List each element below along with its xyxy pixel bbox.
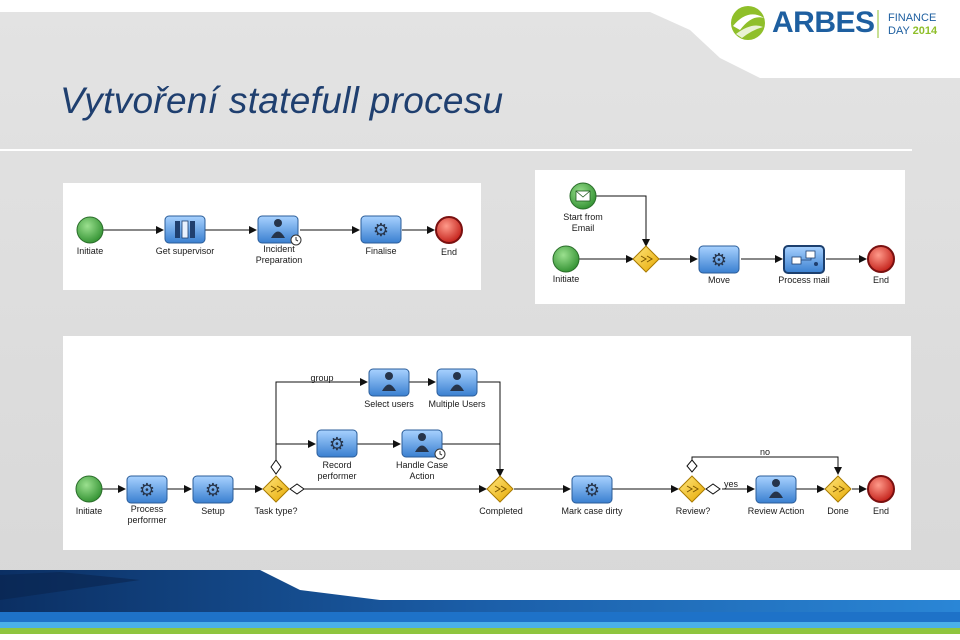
start-event-initiate-2	[552, 245, 580, 273]
task-select-users	[368, 368, 410, 397]
svg-text:⚙: ⚙	[584, 480, 600, 501]
gateway-merge-1	[632, 245, 660, 273]
logo-subtitle-2: DAY 2014	[888, 25, 938, 37]
label-start-from-email: Start from Email	[563, 212, 603, 233]
end-event	[435, 216, 463, 244]
label-record-performer: Record performer	[317, 460, 357, 481]
label-get-supervisor: Get supervisor	[155, 246, 215, 256]
task-setup: ⚙	[192, 475, 234, 504]
end-event-3	[867, 475, 895, 503]
svg-text:⚙: ⚙	[139, 480, 155, 501]
label-select-users: Select users	[364, 399, 414, 409]
task-finalise: ⚙	[360, 215, 402, 244]
label-initiate-2: Initiate	[552, 274, 580, 284]
logo-wordmark: ARBES	[772, 6, 875, 39]
label-review-action: Review Action	[747, 506, 805, 516]
label-setup: Setup	[201, 506, 225, 516]
end-event-2	[867, 245, 895, 273]
label-no: no	[759, 447, 770, 457]
label-group: group	[310, 373, 334, 383]
label-handle-case-action: Handle Case Action	[395, 460, 449, 481]
label-multiple-users: Multiple Users	[428, 399, 486, 409]
label-initiate-3: Initiate	[75, 506, 103, 516]
task-record-performer: ⚙	[316, 429, 358, 458]
label-process-mail: Process mail	[778, 275, 830, 285]
task-process-performer: ⚙	[126, 475, 168, 504]
svg-text:⚙: ⚙	[711, 250, 727, 271]
label-yes: yes	[723, 479, 738, 489]
start-event-initiate	[76, 216, 104, 244]
label-end: End	[440, 247, 457, 257]
label-process-performer: Process performer	[127, 504, 167, 525]
label-finalise: Finalise	[365, 246, 397, 256]
label-mark-case-dirty: Mark case dirty	[561, 506, 623, 516]
label-completed: Completed	[479, 506, 523, 516]
svg-text:⚙: ⚙	[205, 480, 221, 501]
start-event-initiate-3	[75, 475, 103, 503]
task-move: ⚙	[698, 245, 740, 274]
label-move: Move	[707, 275, 730, 285]
svg-text:⚙: ⚙	[329, 434, 345, 455]
start-event-email	[569, 182, 597, 210]
diagram-task-process	[102, 378, 867, 493]
subprocess-process-mail	[783, 245, 825, 274]
arbes-logo-icon	[731, 6, 765, 40]
label-review: Review?	[675, 506, 711, 516]
gateway-review	[678, 475, 706, 503]
task-handle-case-action	[401, 429, 446, 460]
task-mark-case-dirty: ⚙	[571, 475, 613, 504]
task-review-action	[755, 475, 797, 504]
gateway-task-type	[262, 475, 290, 503]
slide-title: Vytvoření statefull procesu	[60, 80, 504, 121]
gateway-completed	[486, 475, 514, 503]
label-done: Done	[827, 506, 849, 516]
svg-text:⚙: ⚙	[373, 220, 389, 241]
label-task-type: Task type?	[254, 506, 298, 516]
logo-subtitle-1: FINANCE	[888, 12, 937, 24]
label-end-2: End	[872, 275, 889, 285]
task-multiple-users	[436, 368, 478, 397]
gateway-done	[824, 475, 852, 503]
label-initiate: Initiate	[76, 246, 104, 256]
diagram-email-process	[579, 195, 867, 263]
task-get-supervisor	[164, 215, 206, 244]
label-end-3: End	[872, 506, 889, 516]
task-incident-preparation	[257, 215, 302, 246]
label-incident-preparation: Incident Preparation	[255, 244, 303, 265]
